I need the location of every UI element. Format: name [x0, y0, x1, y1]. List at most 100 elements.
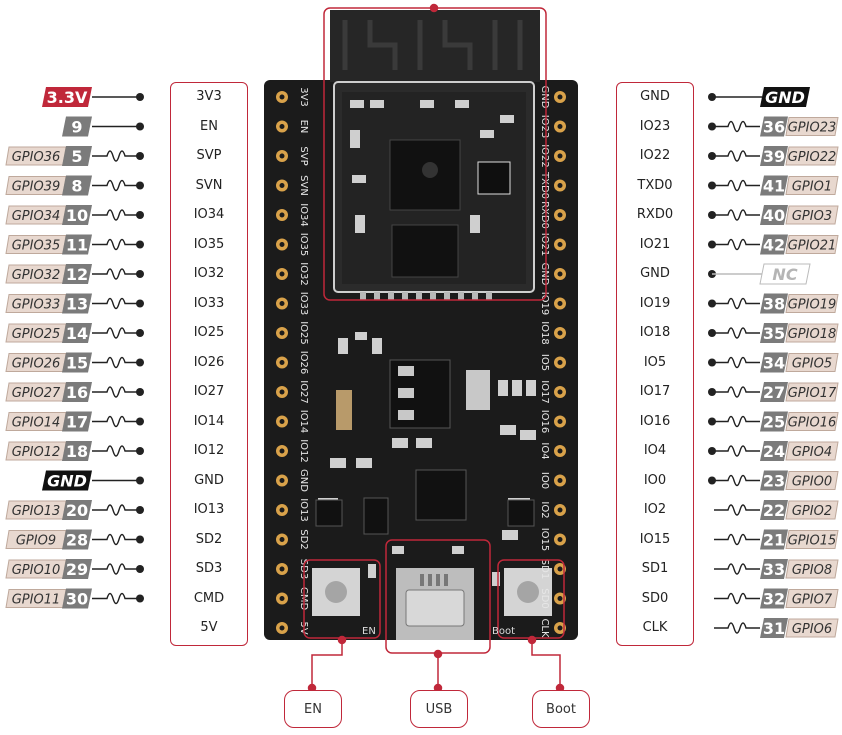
pin-name: IO5	[643, 354, 667, 370]
header-hole-center	[557, 330, 563, 336]
pin-name: GND	[640, 89, 670, 104]
pin-tag-bg	[62, 175, 92, 196]
header-hole-center	[279, 537, 285, 542]
gpio-tag: GPIO12	[12, 445, 61, 460]
pin-dot	[708, 329, 716, 337]
pin-wire	[714, 592, 760, 605]
pin-tag: 21	[763, 531, 785, 550]
pin-tag-bg	[62, 588, 92, 609]
pin-name: IO27	[193, 384, 225, 399]
header-hole-center	[279, 625, 285, 631]
header-hole-center	[279, 478, 285, 483]
gpio-tag: GPIO4	[792, 445, 832, 460]
silk-left: IO34	[298, 203, 309, 227]
module-highlight-dot	[429, 3, 439, 13]
usb-pins	[420, 574, 448, 586]
gpio-tag: GPIO33	[12, 298, 61, 313]
header-hole-center	[279, 566, 285, 572]
pin-wire	[714, 209, 760, 221]
silk-right: IO2	[539, 501, 550, 518]
pin-tag-bg	[760, 116, 788, 137]
gpio-tag: GPIO36	[12, 150, 61, 165]
gpio-tag-bg	[785, 294, 839, 313]
pin-dot	[708, 181, 716, 190]
gpio-tag: GPIO39	[12, 180, 61, 195]
pin-name: IO18	[639, 325, 671, 340]
pin-wire	[714, 533, 760, 546]
silk-left: IO32	[298, 262, 309, 286]
gpio-tag: GPIO15	[788, 534, 837, 549]
pin-tag-bg	[760, 529, 788, 550]
pin-name: SD0	[641, 590, 669, 606]
silk-left: SD2	[298, 529, 309, 549]
gpio-tag-bg	[785, 441, 839, 461]
pin-tag: 3.3V	[47, 88, 88, 107]
pin-name: IO13	[193, 502, 225, 517]
header-hole-center	[557, 478, 563, 483]
pin-wire	[92, 504, 140, 516]
silk-right: IO15	[539, 528, 550, 552]
header-hole-center	[557, 448, 563, 454]
pin-dot	[708, 211, 716, 219]
header-hole-center	[279, 212, 285, 218]
pin-tag: 5	[71, 147, 82, 166]
gpio-tag: GPIO22	[788, 150, 837, 165]
gpio-tag-bg	[785, 382, 839, 402]
gpio-tag: GPIO25	[12, 327, 61, 342]
silk-left: IO25	[298, 321, 309, 345]
pin-tag-bg	[760, 87, 810, 107]
pin-wire	[714, 622, 760, 634]
pin-wire	[92, 179, 140, 192]
gpio-tag-bg	[785, 559, 839, 579]
board-label-boot: Boot	[492, 626, 515, 637]
header-hole-center	[557, 566, 563, 572]
header-hole-center	[279, 330, 285, 336]
pin-tag-bg	[62, 529, 92, 550]
header-hole-center	[557, 153, 563, 159]
pin-tag-bg	[760, 234, 788, 255]
pin-name: 5V	[200, 620, 218, 635]
pin-tag-bg	[760, 323, 788, 343]
pin-wire	[714, 327, 760, 339]
pin-tag: 31	[763, 619, 785, 638]
silk-left: IO33	[298, 292, 309, 316]
gpio-tag: GPIO14	[12, 416, 61, 431]
gpio-tag-bg	[785, 530, 839, 549]
gpio-tag-bg	[785, 412, 839, 431]
silk-right: IO16	[539, 410, 550, 434]
pin-dot	[708, 122, 716, 131]
pin-tag-bg	[760, 382, 788, 402]
pin-wire	[92, 238, 140, 251]
pin-name: SVN	[195, 177, 223, 193]
pin-wire	[92, 356, 140, 369]
gpio-tag-bg	[785, 500, 839, 520]
pin-name: IO23	[639, 118, 671, 134]
header-hole-center	[279, 389, 285, 395]
en-callout-line	[311, 640, 343, 688]
gpio-tag: GPIO9	[16, 534, 56, 549]
pin-wire	[92, 592, 140, 605]
tantalum-cap	[336, 390, 352, 430]
header-hole-center	[557, 625, 563, 631]
pin-tag-bg	[760, 618, 788, 638]
pin-tag-bg	[760, 500, 788, 520]
silk-right: IO21	[539, 233, 550, 257]
header-hole-center	[279, 301, 285, 306]
pin-wire	[92, 209, 140, 221]
gpio-tag-bg	[785, 471, 839, 490]
gpio-tag-bg	[785, 235, 839, 254]
pin-name: TXD0	[637, 177, 673, 193]
pin-wire	[714, 297, 760, 310]
pin-tag: 38	[763, 295, 785, 314]
pin-dot	[708, 447, 716, 455]
pin-tag-bg	[760, 205, 788, 225]
pin-name: GND	[640, 266, 670, 281]
pin-tag: 24	[763, 442, 785, 461]
pin-tag: 15	[66, 354, 88, 373]
silk-right: IO18	[539, 321, 550, 345]
header-hole-center	[557, 537, 563, 542]
pin-dot	[708, 388, 716, 396]
header-hole-center	[557, 507, 563, 513]
